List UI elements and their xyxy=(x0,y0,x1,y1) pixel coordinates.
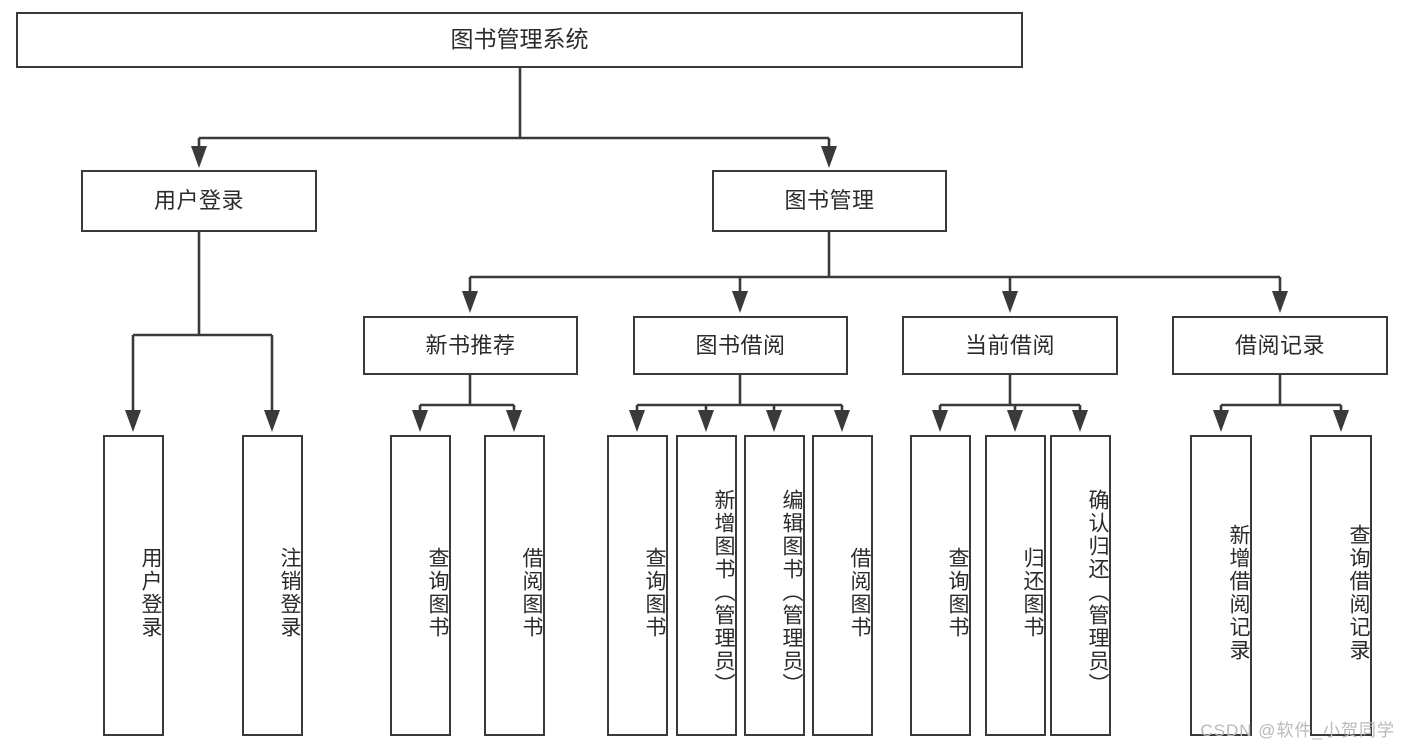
leaf-query-book-recommend[interactable]: 查询图书 xyxy=(390,435,451,736)
node-current-borrow[interactable]: 当前借阅 xyxy=(902,316,1118,375)
leaf-return-book[interactable]: 归还图书 xyxy=(985,435,1046,736)
csdn-watermark: CSDN @软件_小贺同学 xyxy=(1200,721,1395,740)
node-label: 图书管理 xyxy=(784,188,875,214)
node-new-book-recommend[interactable]: 新书推荐 xyxy=(363,316,578,375)
node-label: 用户登录 xyxy=(139,546,162,639)
node-book-manage[interactable]: 图书管理 xyxy=(712,170,947,232)
node-label: 图书借阅 xyxy=(695,332,786,358)
leaf-query-borrow-record[interactable]: 查询借阅记录 xyxy=(1310,435,1372,736)
node-book-borrow[interactable]: 图书借阅 xyxy=(633,316,848,375)
node-label: 查询图书 xyxy=(643,546,666,639)
node-borrow-record[interactable]: 借阅记录 xyxy=(1172,316,1388,375)
leaf-query-book-borrow[interactable]: 查询图书 xyxy=(607,435,668,736)
node-label: 查询图书 xyxy=(426,546,449,639)
node-label: 查询借阅记录 xyxy=(1347,523,1370,662)
leaf-add-borrow-record[interactable]: 新增借阅记录 xyxy=(1190,435,1252,736)
node-label: 图书管理系统 xyxy=(450,26,589,53)
node-user-login[interactable]: 用户登录 xyxy=(81,170,317,232)
node-label: 编辑图书（管理员） xyxy=(780,489,803,696)
node-label: 归还图书 xyxy=(1021,546,1044,639)
node-label: 借阅图书 xyxy=(520,546,543,639)
node-label: 新增借阅记录 xyxy=(1227,523,1250,662)
leaf-borrow-book[interactable]: 借阅图书 xyxy=(812,435,873,736)
node-label: 用户登录 xyxy=(153,188,244,214)
node-label: 借阅记录 xyxy=(1234,332,1325,358)
leaf-confirm-return-admin[interactable]: 确认归还（管理员） xyxy=(1050,435,1111,736)
node-label: 查询图书 xyxy=(946,546,969,639)
node-root-system[interactable]: 图书管理系统 xyxy=(16,12,1023,68)
node-label: 注销登录 xyxy=(278,546,301,639)
node-label: 新书推荐 xyxy=(425,332,516,358)
leaf-edit-book-admin[interactable]: 编辑图书（管理员） xyxy=(744,435,805,736)
leaf-add-book-admin[interactable]: 新增图书（管理员） xyxy=(676,435,737,736)
leaf-query-book-current[interactable]: 查询图书 xyxy=(910,435,971,736)
leaf-user-login[interactable]: 用户登录 xyxy=(103,435,164,736)
node-label: 确认归还（管理员） xyxy=(1086,489,1109,696)
leaf-borrow-book-recommend[interactable]: 借阅图书 xyxy=(484,435,545,736)
node-label: 当前借阅 xyxy=(964,332,1055,358)
node-label: 新增图书（管理员） xyxy=(712,489,735,696)
node-label: 借阅图书 xyxy=(848,546,871,639)
leaf-logout[interactable]: 注销登录 xyxy=(242,435,303,736)
